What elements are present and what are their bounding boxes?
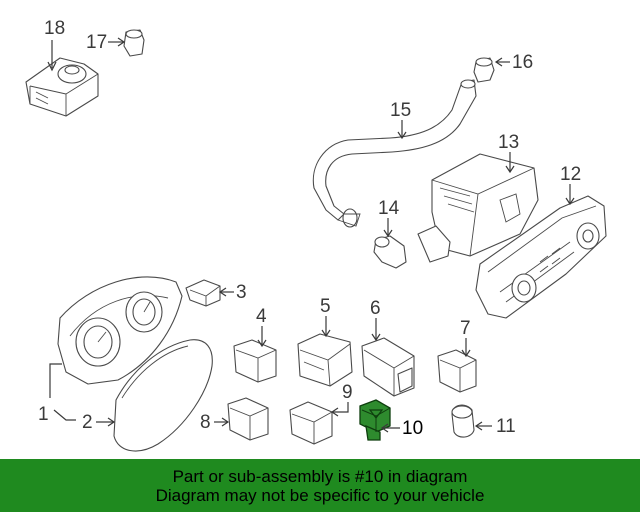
exploded-parts-diagram: 18 17 16 15 13 12 14 3 5 6 4 7 9 1 2 8 1… — [25, 18, 607, 452]
part-6-switch — [361, 337, 415, 397]
part-1-instrument-cluster — [57, 276, 183, 385]
callout-11[interactable]: 11 — [496, 416, 516, 437]
leader-line-9 — [332, 402, 349, 413]
leader-line-1 — [49, 363, 62, 398]
part-16-connector — [473, 57, 495, 83]
part-12-climate-control-panel — [475, 195, 607, 319]
leader-arrow-18 — [47, 61, 57, 72]
part-2-cluster-lens — [113, 339, 213, 452]
leader-arrow-9 — [330, 407, 339, 417]
leader-arrow-2 — [107, 417, 116, 427]
part-5-switch-module — [297, 333, 353, 387]
callout-12[interactable]: 12 — [560, 164, 581, 185]
callout-8[interactable]: 8 — [200, 412, 211, 433]
leader-arrow-14 — [383, 229, 393, 238]
banner-line-part-number: Part or sub-assembly is #10 in diagram — [172, 466, 468, 486]
leader-arrow-15 — [397, 131, 407, 140]
part-3-switch — [185, 279, 221, 307]
callout-17[interactable]: 17 — [86, 32, 107, 53]
callout-2[interactable]: 2 — [82, 412, 93, 433]
part-4-switch — [233, 339, 277, 383]
banner-line-disclaimer: Diagram may not be specific to your vehi… — [155, 485, 485, 505]
callout-4[interactable]: 4 — [256, 306, 267, 327]
callout-15[interactable]: 15 — [390, 100, 411, 121]
callout-6[interactable]: 6 — [370, 298, 381, 319]
leader-arrow-12 — [565, 197, 575, 206]
callout-18[interactable]: 18 — [44, 18, 65, 39]
part-9-switch — [289, 401, 333, 445]
leader-arrow-13 — [505, 165, 515, 174]
part-14-sensor — [373, 235, 407, 269]
leader-arrow-17 — [117, 37, 126, 47]
part-7-switch — [437, 349, 477, 393]
leader-arrow-4 — [257, 339, 267, 348]
part-info-banner: Part or sub-assembly is #10 in diagram D… — [0, 459, 640, 512]
part-17-clip — [123, 29, 145, 57]
part-11-knob — [451, 404, 475, 438]
callout-7[interactable]: 7 — [460, 318, 471, 339]
callout-9[interactable]: 9 — [342, 382, 353, 403]
leader-arrow-11 — [474, 421, 483, 431]
callout-13[interactable]: 13 — [498, 132, 519, 153]
part-8-switch — [227, 397, 269, 441]
leader-arrow-16 — [494, 57, 503, 67]
callout-16[interactable]: 16 — [512, 52, 533, 73]
part-15-duct-hose — [312, 79, 477, 228]
callout-14[interactable]: 14 — [378, 198, 400, 219]
leader-arrow-6 — [371, 333, 381, 342]
callout-3[interactable]: 3 — [236, 282, 247, 303]
leader-arrow-3 — [218, 287, 227, 297]
part-18-module-bracket — [25, 57, 99, 117]
callout-10[interactable]: 10 — [402, 418, 423, 439]
leader-line-1b — [53, 409, 76, 421]
leader-arrow-7 — [461, 349, 471, 358]
leader-arrow-8 — [221, 417, 230, 427]
callout-1[interactable]: 1 — [38, 404, 49, 425]
callout-5[interactable]: 5 — [320, 296, 331, 317]
part-13-control-module — [417, 153, 539, 263]
leader-arrow-10 — [380, 423, 389, 433]
leader-arrow-5 — [321, 329, 331, 338]
part-10-switch-highlighted — [359, 399, 391, 441]
